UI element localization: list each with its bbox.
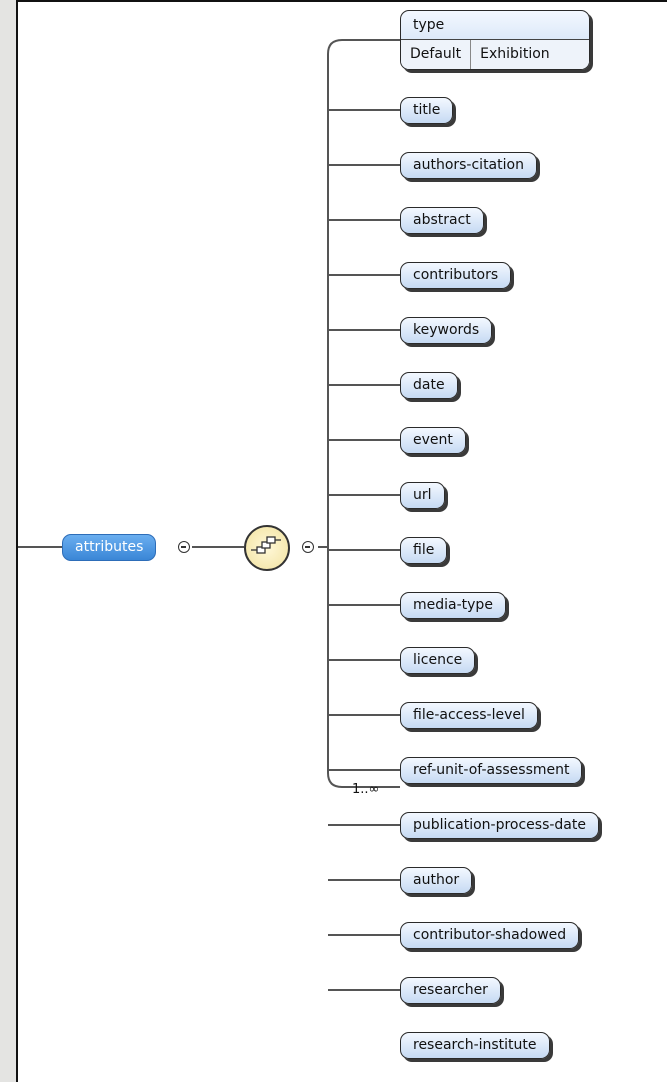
enum-value-default: Default — [410, 46, 462, 62]
element-researcher[interactable]: researcher — [400, 977, 501, 1004]
element-date[interactable]: date — [400, 372, 458, 399]
element-research-institute[interactable]: research-institute — [400, 1032, 550, 1059]
type-enumeration: Default Exhibition — [401, 39, 589, 69]
compositor-collapse-icon[interactable] — [302, 541, 314, 553]
attributes-element[interactable]: attributes — [62, 534, 157, 561]
cardinality-label: 1..∞ — [352, 782, 380, 797]
element-author[interactable]: author — [400, 867, 473, 894]
element-keywords[interactable]: keywords — [400, 317, 493, 344]
connector-lines — [18, 39, 400, 991]
element-contributors[interactable]: contributors — [400, 262, 512, 289]
schema-diagram-canvas: attributes type Default Exhibition 1..∞ … — [16, 0, 667, 1082]
element-file[interactable]: file — [400, 537, 448, 564]
element-media-type[interactable]: media-type — [400, 592, 506, 619]
type-element[interactable]: type Default Exhibition — [400, 10, 590, 70]
element-licence[interactable]: licence — [400, 647, 476, 674]
element-event[interactable]: event — [400, 427, 466, 454]
type-element-label: type — [413, 17, 445, 33]
collapse-minus-icon[interactable] — [178, 541, 190, 553]
element-url[interactable]: url — [400, 482, 445, 509]
element-publication-process-date[interactable]: publication-process-date — [400, 812, 599, 839]
enum-value-exhibition: Exhibition — [470, 40, 559, 69]
element-authors-citation[interactable]: authors-citation — [400, 152, 537, 179]
element-title[interactable]: title — [400, 97, 454, 124]
element-file-access-level[interactable]: file-access-level — [400, 702, 538, 729]
element-contributor-shadowed[interactable]: contributor-shadowed — [400, 922, 580, 949]
element-abstract[interactable]: abstract — [400, 207, 484, 234]
element-ref-unit-of-assessment[interactable]: ref-unit-of-assessment — [400, 757, 583, 784]
sequence-compositor-icon[interactable] — [244, 525, 290, 571]
